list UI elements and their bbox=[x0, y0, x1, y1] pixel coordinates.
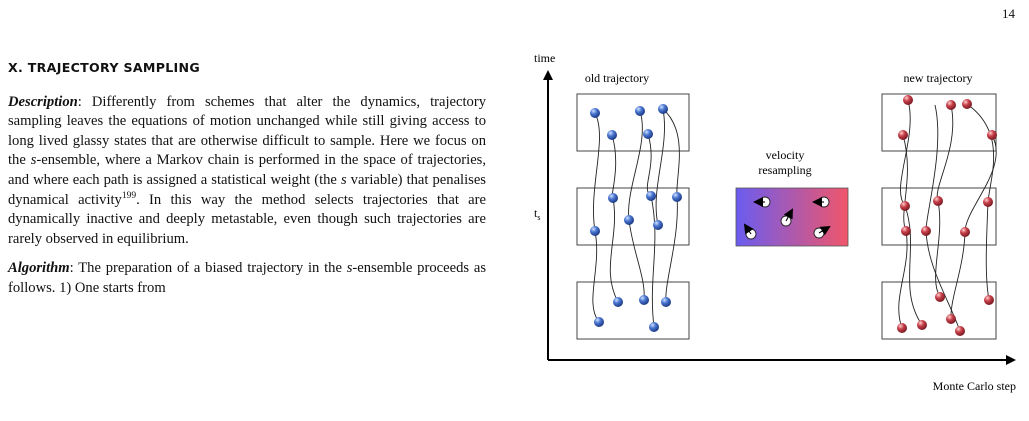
page-number: 14 bbox=[1002, 6, 1015, 21]
old-trajectory-paths bbox=[592, 108, 680, 328]
description-text-4: . In this way the method selects traject… bbox=[8, 191, 486, 247]
new-box-middle bbox=[881, 187, 997, 246]
new-particle bbox=[946, 314, 956, 324]
algorithm-lead: Algorithm bbox=[8, 260, 70, 277]
new-particle bbox=[903, 95, 913, 105]
old-particle bbox=[635, 106, 645, 116]
old-path-5 bbox=[662, 108, 680, 303]
citation-reference: 199 bbox=[121, 190, 137, 201]
new-path-5 bbox=[950, 134, 997, 320]
new-particle bbox=[987, 130, 997, 140]
new-particle bbox=[900, 201, 910, 211]
new-particle bbox=[897, 323, 907, 333]
old-particle bbox=[643, 129, 653, 139]
description-colon: : bbox=[77, 93, 82, 110]
description-paragraph: Description: Differently from schemes th… bbox=[8, 93, 486, 250]
text-column: X. TRAJECTORY SAMPLING Description: Diff… bbox=[8, 58, 486, 309]
y-axis-label: time bbox=[534, 51, 555, 65]
new-particle bbox=[921, 226, 931, 236]
ts-label: ts bbox=[534, 206, 540, 222]
description-s-2: s bbox=[340, 171, 347, 188]
new-particle bbox=[946, 100, 956, 110]
new-particle bbox=[933, 196, 943, 206]
ts-main: t bbox=[534, 206, 538, 220]
old-particle bbox=[658, 104, 668, 114]
velocity-label: velocity bbox=[766, 148, 805, 162]
old-particle bbox=[639, 295, 649, 305]
velocity-arrow bbox=[783, 208, 793, 222]
ts-subscript: s bbox=[537, 213, 540, 222]
new-particle bbox=[901, 226, 911, 236]
old-particle bbox=[613, 297, 623, 307]
old-particle bbox=[624, 215, 634, 225]
old-path-1 bbox=[592, 112, 600, 323]
old-particle bbox=[608, 193, 618, 203]
old-box-top bbox=[576, 93, 690, 152]
new-box-top bbox=[881, 93, 997, 152]
new-particle bbox=[955, 326, 965, 336]
old-trajectory-label: old trajectory bbox=[585, 71, 649, 85]
old-particles bbox=[590, 104, 682, 332]
algorithm-text-1: The preparation of a biased trajectory i… bbox=[73, 260, 347, 277]
old-box-middle bbox=[576, 187, 690, 246]
velocity-arrow bbox=[818, 225, 831, 236]
old-particle bbox=[607, 130, 617, 140]
new-particles bbox=[897, 95, 997, 336]
algorithm-paragraph: Algorithm: The preparation of a biased t… bbox=[8, 259, 486, 298]
algorithm-colon: : bbox=[69, 260, 74, 277]
new-particle bbox=[935, 292, 945, 302]
old-particle bbox=[661, 297, 671, 307]
old-particle bbox=[653, 220, 663, 230]
new-particle bbox=[960, 227, 970, 237]
old-particle bbox=[649, 322, 659, 332]
description-s-1: s bbox=[30, 152, 37, 169]
new-particle bbox=[984, 295, 994, 305]
description-text-3: variable) that penalises dynamical activ… bbox=[8, 171, 486, 208]
algorithm-s-1: s bbox=[346, 260, 353, 277]
velocity-arrow bbox=[743, 223, 754, 235]
old-particle bbox=[646, 191, 656, 201]
description-text-2: -ensemble, where a Markov chain is perfo… bbox=[8, 152, 486, 188]
old-particle bbox=[590, 108, 600, 118]
old-particle bbox=[594, 317, 604, 327]
section-title: X. TRAJECTORY SAMPLING bbox=[8, 60, 201, 75]
new-particle bbox=[983, 197, 993, 207]
old-path-2 bbox=[609, 134, 619, 303]
new-particle bbox=[898, 130, 908, 140]
old-path-6 bbox=[655, 108, 665, 226]
description-text-1: Differently from schemes that alter the … bbox=[8, 93, 486, 169]
figure-svg: time Monte Carlo step ts old trajectory … bbox=[534, 51, 1016, 393]
algorithm-text-2: -ensemble proceeds as follows. 1) One st… bbox=[8, 260, 486, 296]
trajectory-sampling-figure: time Monte Carlo step ts old trajectory … bbox=[520, 38, 1020, 408]
new-trajectory-paths bbox=[898, 99, 997, 332]
old-particle bbox=[590, 226, 600, 236]
new-particle bbox=[962, 99, 972, 109]
description-lead: Description bbox=[8, 93, 78, 110]
old-path-3 bbox=[628, 110, 645, 301]
x-axis-label: Monte Carlo step bbox=[933, 379, 1016, 393]
resampling-label: resampling bbox=[758, 163, 811, 177]
old-box-bottom bbox=[576, 281, 690, 340]
new-particle bbox=[917, 320, 927, 330]
new-trajectory-label: new trajectory bbox=[904, 71, 973, 85]
old-particle bbox=[672, 192, 682, 202]
old-path-4 bbox=[646, 133, 656, 328]
velocity-arrows bbox=[743, 197, 831, 236]
